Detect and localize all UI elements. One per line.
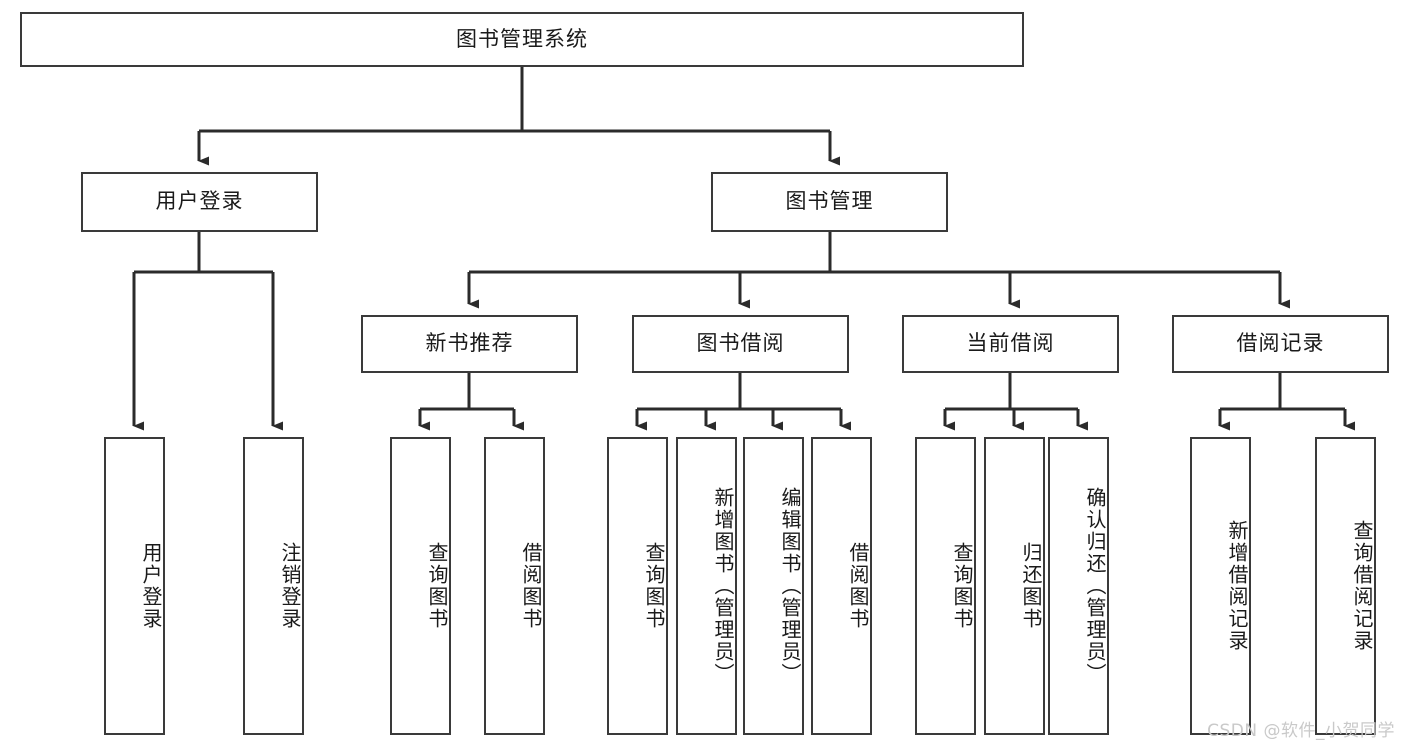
leaf-query-book-current-label: 查询图书 [950, 542, 974, 630]
leaf-query-book-borrow[interactable]: 查询图书 [607, 437, 668, 735]
leaf-borrow-book-label: 借阅图书 [846, 542, 870, 630]
leaf-logout-login[interactable]: 注销登录 [243, 437, 304, 735]
leaf-add-borrow-record-label: 新增借阅记录 [1225, 520, 1249, 652]
connectors-borrow-record-children [1218, 373, 1355, 431]
node-user-login-label: 用户登录 [155, 189, 244, 214]
leaf-confirm-return-admin-label: 确认归还（管理员） [1083, 487, 1107, 685]
node-book-manage-label: 图书管理 [785, 189, 874, 214]
leaf-user-login[interactable]: 用户登录 [104, 437, 165, 735]
leaf-query-book-recommend[interactable]: 查询图书 [390, 437, 451, 735]
leaf-return-book-label: 归还图书 [1019, 542, 1043, 630]
connectors-book-manage-children [467, 232, 1290, 309]
node-book-borrow[interactable]: 图书借阅 [632, 315, 849, 373]
leaf-query-book-borrow-label: 查询图书 [642, 542, 666, 630]
node-borrow-record-label: 借阅记录 [1236, 331, 1325, 356]
node-user-login[interactable]: 用户登录 [81, 172, 318, 232]
leaf-logout-login-label: 注销登录 [278, 542, 302, 630]
node-current-borrow[interactable]: 当前借阅 [902, 315, 1119, 373]
node-new-book-recommend[interactable]: 新书推荐 [361, 315, 578, 373]
node-new-book-recommend-label: 新书推荐 [425, 331, 514, 356]
connectors-new-book-rec-children [418, 373, 524, 431]
leaf-borrow-book-recommend[interactable]: 借阅图书 [484, 437, 545, 735]
leaf-edit-book-admin[interactable]: 编辑图书（管理员） [743, 437, 804, 735]
leaf-query-borrow-record[interactable]: 查询借阅记录 [1315, 437, 1376, 735]
connectors-current-borrow-children [943, 373, 1088, 431]
node-book-borrow-label: 图书借阅 [696, 331, 785, 356]
leaf-query-borrow-record-label: 查询借阅记录 [1350, 520, 1374, 652]
connectors-user-login-children [132, 232, 283, 431]
leaf-query-book-current[interactable]: 查询图书 [915, 437, 976, 735]
node-borrow-record[interactable]: 借阅记录 [1172, 315, 1389, 373]
leaf-query-book-recommend-label: 查询图书 [425, 542, 449, 630]
node-root-system[interactable]: 图书管理系统 [20, 12, 1024, 67]
leaf-return-book[interactable]: 归还图书 [984, 437, 1045, 735]
leaf-add-book-admin-label: 新增图书（管理员） [711, 487, 735, 685]
node-book-manage[interactable]: 图书管理 [711, 172, 948, 232]
node-current-borrow-label: 当前借阅 [966, 331, 1055, 356]
leaf-confirm-return-admin[interactable]: 确认归还（管理员） [1048, 437, 1109, 735]
connectors-root-level1 [197, 67, 840, 166]
leaf-edit-book-admin-label: 编辑图书（管理员） [778, 487, 802, 685]
connectors-book-borrow-children [635, 373, 851, 431]
leaf-borrow-book-recommend-label: 借阅图书 [519, 542, 543, 630]
node-root-system-label: 图书管理系统 [456, 26, 588, 51]
leaf-borrow-book[interactable]: 借阅图书 [811, 437, 872, 735]
leaf-user-login-label: 用户登录 [139, 542, 163, 630]
leaf-add-borrow-record[interactable]: 新增借阅记录 [1190, 437, 1251, 735]
leaf-add-book-admin[interactable]: 新增图书（管理员） [676, 437, 737, 735]
